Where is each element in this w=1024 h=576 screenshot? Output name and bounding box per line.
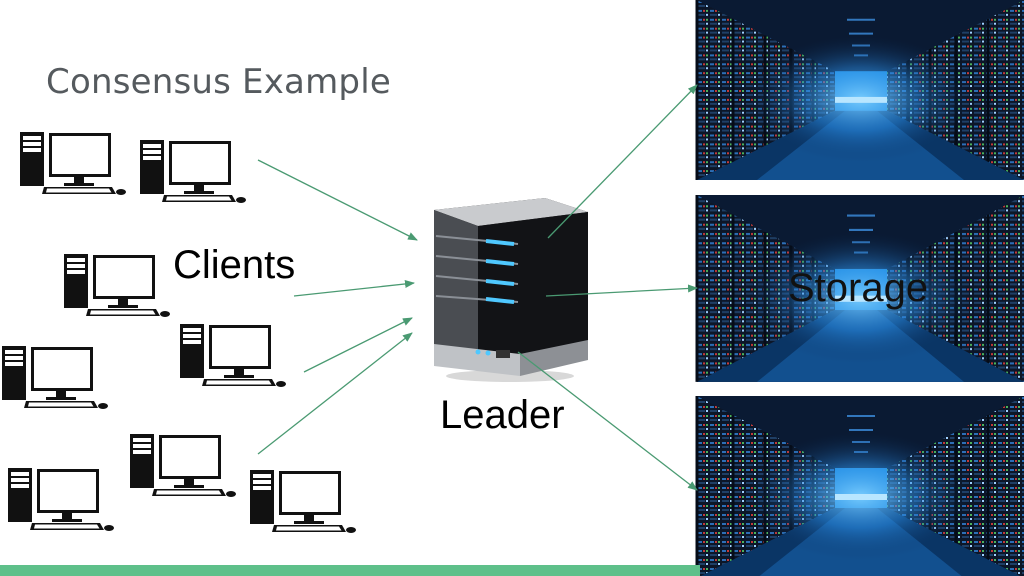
client-computer-icon-6 [130,434,236,497]
storage-datacenter-photo-3 [695,394,1024,576]
clients-label: Clients [173,243,296,287]
leader-server-icon [434,198,588,382]
client-computer-icon-3 [64,254,170,317]
slide-title: Consensus Example [46,62,391,102]
client-to-leader-arrows [257,159,418,455]
leader-to-storage-arrows [517,84,698,491]
client-computer-icon-7 [8,468,114,531]
bottom-accent-bar [0,565,700,576]
storage-datacenter-photo-1 [695,0,1024,182]
client-computer-icon-1 [20,132,126,195]
client-computer-icon-5 [2,346,108,409]
leader-label: Leader [440,393,565,437]
client-computer-icon-4 [180,324,286,387]
client-computer-icon-8 [250,470,356,533]
storage-label: Storage [788,266,929,310]
client-computer-icon-2 [140,140,246,203]
